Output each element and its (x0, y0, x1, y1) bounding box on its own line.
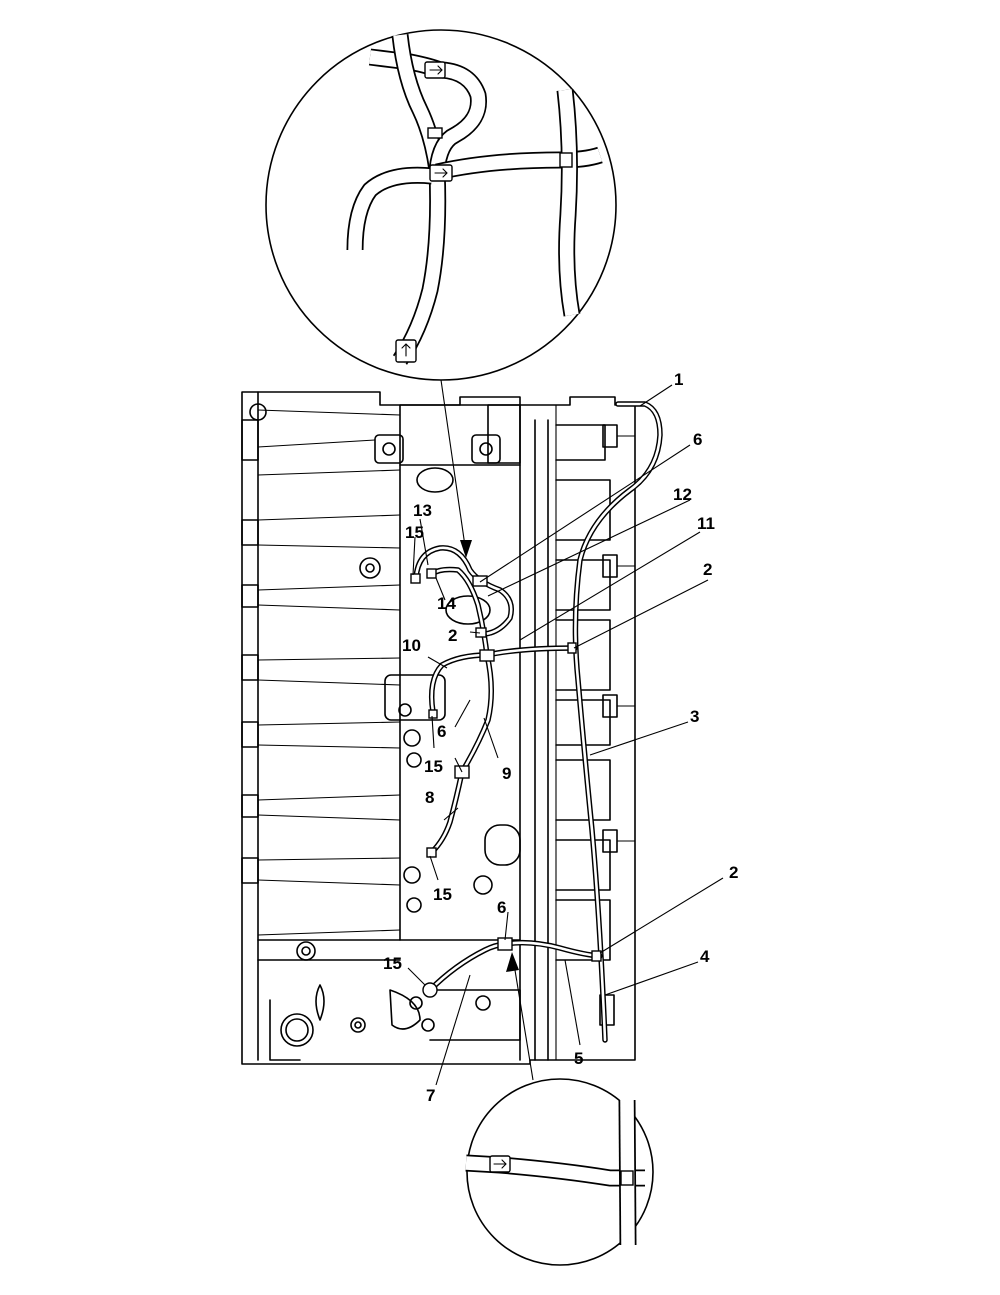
callout-15-bottom: 15 (383, 954, 402, 973)
callout-15-lower: 15 (433, 885, 452, 904)
callout-8: 8 (425, 788, 434, 807)
clamp-2-lower (591, 950, 602, 962)
callout-2-right: 2 (703, 560, 712, 579)
hose-end-13 (426, 568, 437, 579)
callout-5: 5 (574, 1049, 583, 1068)
hose-11 (484, 645, 578, 658)
clamp-2-right (567, 642, 577, 654)
hose-12-14-13 (413, 545, 514, 658)
callout-14: 14 (437, 594, 456, 613)
callout-15-upper: 15 (405, 523, 424, 542)
callout-13: 13 (413, 501, 432, 520)
callout-9: 9 (502, 764, 511, 783)
callout-2-lower-right: 2 (729, 863, 738, 882)
callout-6-top: 6 (693, 430, 702, 449)
detail-arrow-lower (506, 952, 534, 1081)
callout-12: 12 (673, 485, 692, 504)
callout-2-center: 2 (448, 626, 457, 645)
hose-end-15-middle (428, 709, 438, 719)
callout-labels: 1 6 12 11 2 3 2 4 5 7 13 15 14 2 10 6 15… (383, 370, 738, 1105)
detail-arrow-upper (440, 379, 472, 558)
hose-3-long-return (572, 401, 663, 1043)
tee-connector-center (479, 649, 495, 662)
hose-9 (459, 652, 495, 775)
callout-11: 11 (697, 514, 715, 533)
hose-end-15-lower (426, 847, 437, 858)
hose-5 (502, 939, 603, 959)
callout-15-middle: 15 (424, 757, 443, 776)
leader-lines (407, 384, 724, 1086)
hose-8 (429, 769, 465, 855)
callout-6-lower: 6 (497, 898, 506, 917)
callout-4: 4 (700, 947, 710, 966)
hose-end-15-upper (410, 573, 421, 584)
callout-10: 10 (402, 636, 421, 655)
connector-6-upper (472, 575, 488, 587)
hose-end-15-bottom (422, 982, 438, 998)
detail-view-upper (265, 29, 617, 381)
engine-block (241, 391, 636, 1065)
callout-7: 7 (426, 1086, 435, 1105)
callout-1: 1 (674, 370, 683, 389)
callout-6-middle: 6 (437, 722, 446, 741)
callout-3: 3 (690, 707, 699, 726)
detail-view-lower (465, 1078, 654, 1266)
